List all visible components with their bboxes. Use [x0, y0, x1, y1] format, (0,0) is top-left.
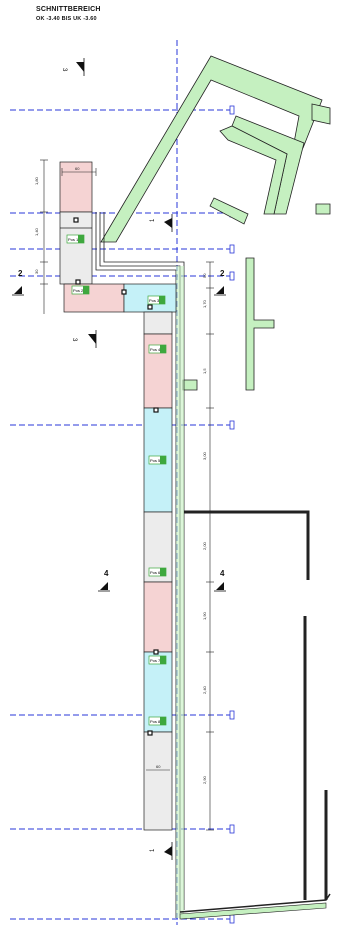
dim-1-80: 1,80 — [34, 176, 39, 185]
pos-tag-3-label: Pos 3 — [149, 298, 160, 303]
bottom-walls — [179, 510, 331, 920]
dim-60: 60 — [75, 166, 80, 171]
dim-30: 30 — [34, 269, 39, 274]
green-walls — [100, 55, 331, 391]
section-markers: 2 2 4 4 3 3 1 — [12, 58, 226, 860]
axis-horizontal-group — [10, 109, 232, 920]
dim-3-00: 3,00 — [202, 451, 207, 460]
riser-pink-top — [59, 161, 93, 213]
section-1-bottom[interactable]: 1 — [150, 842, 173, 860]
drawing-title: SCHNITTBEREICH — [36, 6, 101, 13]
dim-50: 50 — [202, 273, 207, 278]
dim-1-40: 1,40 — [34, 227, 39, 236]
pos-tag-6-label: Pos 6 — [150, 570, 161, 575]
wall-t — [245, 257, 275, 391]
pos-tag-6[interactable]: Pos 6 — [148, 567, 167, 577]
dimension-labels: 1,80 1,40 60 30 1,70 1,5 3,00 2,00 1,90 … — [34, 166, 207, 784]
pos-tag-5-label: Pos 5 — [150, 458, 161, 463]
dim-2-00: 2,00 — [202, 541, 207, 550]
pos-tag-2-label: Pos 2 — [73, 288, 84, 293]
section-1-mid[interactable]: 1 — [150, 214, 173, 232]
riser-grey — [59, 211, 93, 285]
svg-text:3: 3 — [71, 338, 77, 342]
upper-riser — [59, 161, 93, 285]
section-3-top[interactable]: 3 — [61, 58, 85, 76]
pos-tag-2[interactable]: Pos 2 — [71, 285, 90, 295]
drawing-subtitle: OK -3.40 BIS UK -3.60 — [36, 16, 97, 22]
wall-slab — [209, 197, 249, 225]
frame-fill — [176, 266, 184, 918]
section-2-right[interactable]: 2 — [214, 269, 226, 296]
dim-1-70: 1,70 — [202, 299, 207, 308]
dim-60-bottom: 60 — [156, 764, 161, 769]
pos-tag-5[interactable]: Pos 5 — [148, 455, 167, 465]
section-4-left[interactable]: 4 — [98, 569, 110, 592]
pos-tag-1[interactable]: Pos 1 — [66, 234, 85, 244]
pos-tag-7-label: Pos 7 — [150, 658, 161, 663]
pos-tag-8-label: Pos 8 — [150, 719, 161, 724]
wall-stub — [315, 203, 331, 215]
dim-2-40: 2,40 — [202, 685, 207, 694]
svg-text:4: 4 — [104, 569, 109, 578]
axis-end-markers — [229, 105, 235, 924]
svg-text:1: 1 — [150, 848, 156, 852]
svg-text:1: 1 — [150, 218, 156, 222]
dim-1-90: 1,90 — [202, 611, 207, 620]
svg-text:2: 2 — [18, 269, 23, 278]
svg-text:4: 4 — [220, 569, 225, 578]
wall-edge — [311, 103, 331, 125]
pos-tag-4[interactable]: Pos 4 — [148, 344, 167, 354]
riser-markers — [73, 217, 159, 736]
dimension-lines — [40, 159, 214, 831]
pos-tag-8[interactable]: Pos 8 — [148, 716, 167, 726]
pos-tag-1-label: Pos 1 — [68, 237, 79, 242]
svg-text:3: 3 — [61, 68, 67, 72]
wall-small — [182, 379, 198, 391]
svg-text:2: 2 — [220, 269, 225, 278]
section-3-mid[interactable]: 3 — [71, 330, 97, 348]
section-2-left[interactable]: 2 — [12, 269, 24, 296]
pos-tag-3[interactable]: Pos 3 — [147, 295, 166, 305]
wall-inner-b — [219, 125, 288, 215]
pos-tag-4-label: Pos 4 — [150, 347, 161, 352]
pos-tag-7[interactable]: Pos 7 — [148, 655, 167, 665]
pos-tags: Pos 1 Pos 2 Pos 3 Pos 4 Pos 5 Pos 6 — [66, 234, 167, 726]
dim-2-90: 2,90 — [202, 775, 207, 784]
main-riser — [143, 311, 173, 831]
section-4-right[interactable]: 4 — [214, 569, 226, 592]
dim-1-5: 1,5 — [202, 368, 207, 374]
